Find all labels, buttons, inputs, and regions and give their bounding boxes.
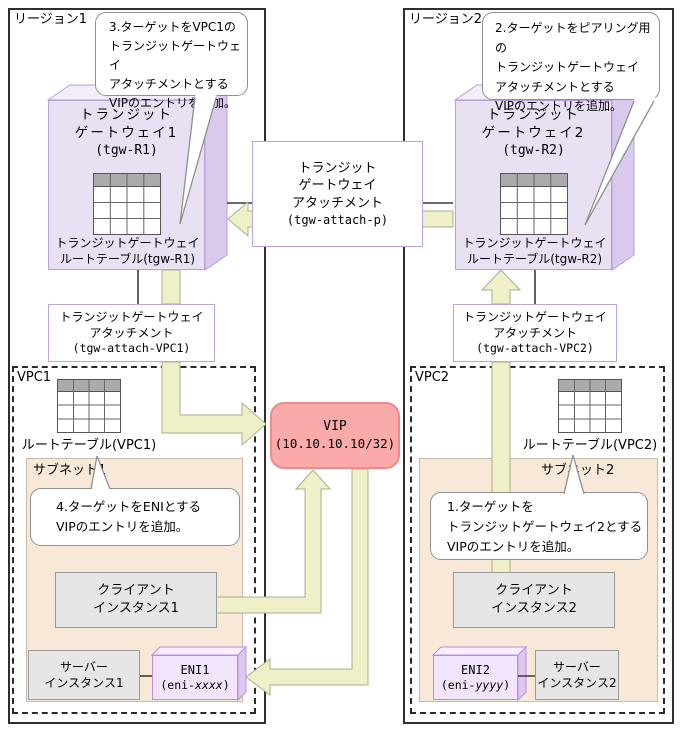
eni2-id: (eni-yyyy): [440, 677, 511, 692]
client-instance1-box: クライアント インスタンス1: [55, 572, 217, 628]
arrow-vip-to-eni1: [245, 468, 369, 696]
arrow-attach1-to-vip: [161, 361, 267, 447]
eni2-3d-faces: [431, 645, 528, 702]
tgw2-rt-label: トランジットゲートウェイ ルートテーブル(tgw-R2): [462, 235, 607, 266]
eni2-box: ENI2 (eni-yyyy): [433, 655, 518, 700]
vpc1-box: [12, 366, 256, 714]
note4-bubble: 4.ターゲットをENIとする VIPのエントリを追加。: [30, 488, 240, 546]
vpc1-route-table-label: ルートテーブル(VPC1): [21, 438, 157, 453]
tgw1-title: トランジット ゲートウェイ1 (tgw-R1): [74, 107, 179, 159]
tgw1-rt-label: トランジットゲートウェイ ルートテーブル(tgw-R1): [55, 235, 200, 266]
vpc2-route-table-label: ルートテーブル(VPC2): [522, 438, 658, 453]
tgw2-route-table-icon: [500, 173, 568, 235]
band-tgw1-to-attach1: [161, 269, 181, 305]
tgw1-route-table-icon: [93, 173, 161, 235]
server-instance2-box: サーバー インスタンス2: [535, 650, 619, 700]
server-instance1-box: サーバー インスタンス1: [28, 650, 140, 700]
region1-label: リージョン1: [14, 12, 88, 27]
client-instance2-box: クライアント インスタンス2: [453, 572, 615, 628]
vpc1-label: VPC1: [17, 370, 52, 385]
tgw2-title: トランジット ゲートウェイ2 (tgw-R2): [481, 107, 586, 159]
tgw-attachment-vpc1-box: トランジットゲートウェイ アタッチメント (tgw-attach-VPC1): [48, 304, 215, 362]
tgw2-box: トランジット ゲートウェイ2 (tgw-R2) トランジットゲートウェイ ルート…: [455, 100, 612, 270]
note1-bubble: 1.ターゲットを トランジットゲートウェイ2とする VIPのエントリを追加。: [430, 492, 648, 560]
subnet1-label: サブネット1: [33, 463, 107, 478]
eni1-id: (eni-xxxx): [160, 677, 230, 692]
note3-bubble: 3.ターゲットをVPC1の トランジットゲートウェイ アタッチメントとする VI…: [95, 12, 248, 110]
note2-bubble: 2.ターゲットをピアリング用の トランジットゲートウェイ アタッチメントとする …: [482, 12, 660, 113]
arrow-attach2-to-tgw2: [480, 269, 522, 305]
vip-box: VIP (10.10.10.10/32): [270, 402, 400, 469]
vpc2-label: VPC2: [415, 370, 450, 385]
eni1-box: ENI1 (eni-xxxx): [152, 655, 238, 700]
vpc2-route-table-icon: [558, 379, 622, 433]
region2-label: リージョン2: [409, 12, 483, 27]
arrow-client1-to-vip: [214, 469, 332, 614]
vpc1-route-table-icon: [57, 379, 121, 433]
vpc2-box: [410, 366, 665, 714]
eni1-3d-faces: [150, 645, 248, 702]
region1-box: [8, 8, 266, 724]
peering-attachment-box: トランジット ゲートウェイ アタッチメント (tgw-attach-p): [252, 141, 423, 247]
tgw-attachment-vpc2-box: トランジットゲートウェイ アタッチメント (tgw-attach-VPC2): [453, 304, 617, 362]
region2-box: [403, 8, 674, 724]
connector-lines: [137, 202, 537, 677]
tgw1-box: トランジット ゲートウェイ1 (tgw-R1) トランジットゲートウェイ ルート…: [48, 100, 205, 270]
